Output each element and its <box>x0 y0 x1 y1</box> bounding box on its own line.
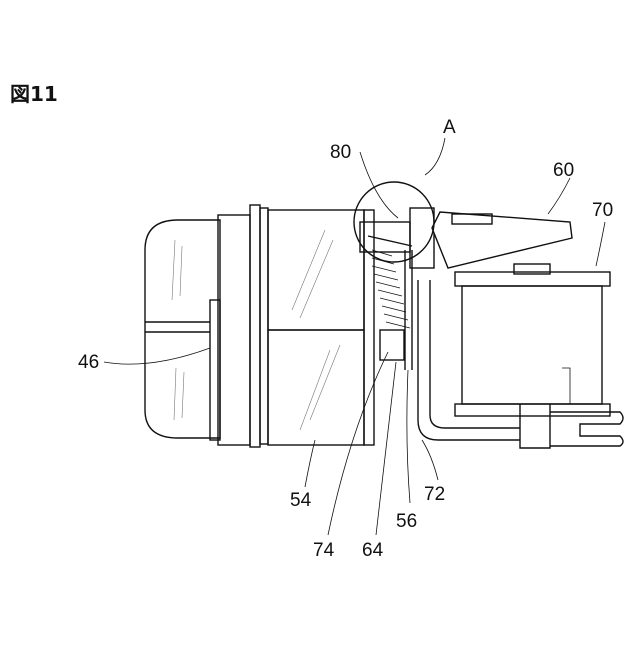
spring-and-leads <box>372 250 412 370</box>
callout-46: 46 <box>78 352 99 373</box>
callout-60: 60 <box>553 160 574 181</box>
leader-lines <box>104 138 605 535</box>
callout-74: 74 <box>313 540 335 561</box>
solenoid <box>455 264 623 448</box>
callout-70: 70 <box>592 200 613 221</box>
plunger-and-lever <box>360 212 572 268</box>
callout-64: 64 <box>362 540 384 561</box>
flange-plates <box>250 205 268 447</box>
callout-a: A <box>443 117 456 138</box>
core-assembly <box>268 210 374 445</box>
callout-80: 80 <box>330 142 351 163</box>
callout-72: 72 <box>424 484 445 505</box>
rear-housing <box>145 215 250 445</box>
callout-labels: A 80 60 70 46 54 74 64 56 72 <box>78 117 613 561</box>
callout-56: 56 <box>396 511 417 532</box>
figure-title: 図11 <box>10 78 58 107</box>
callout-54: 54 <box>290 490 312 511</box>
